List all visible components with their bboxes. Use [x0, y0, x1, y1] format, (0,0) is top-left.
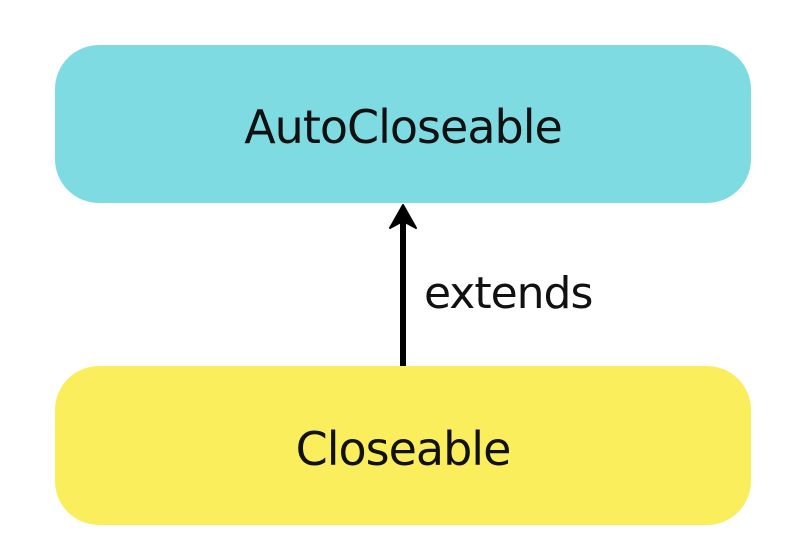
node-closeable-label: Closeable	[295, 421, 512, 476]
node-autocloseable-label: AutoCloseable	[244, 100, 563, 154]
arrow-head-icon	[389, 204, 417, 229]
edge-label-extends: extends	[424, 268, 593, 319]
node-closeable: Closeable	[55, 366, 751, 525]
node-autocloseable: AutoCloseable	[55, 45, 751, 203]
